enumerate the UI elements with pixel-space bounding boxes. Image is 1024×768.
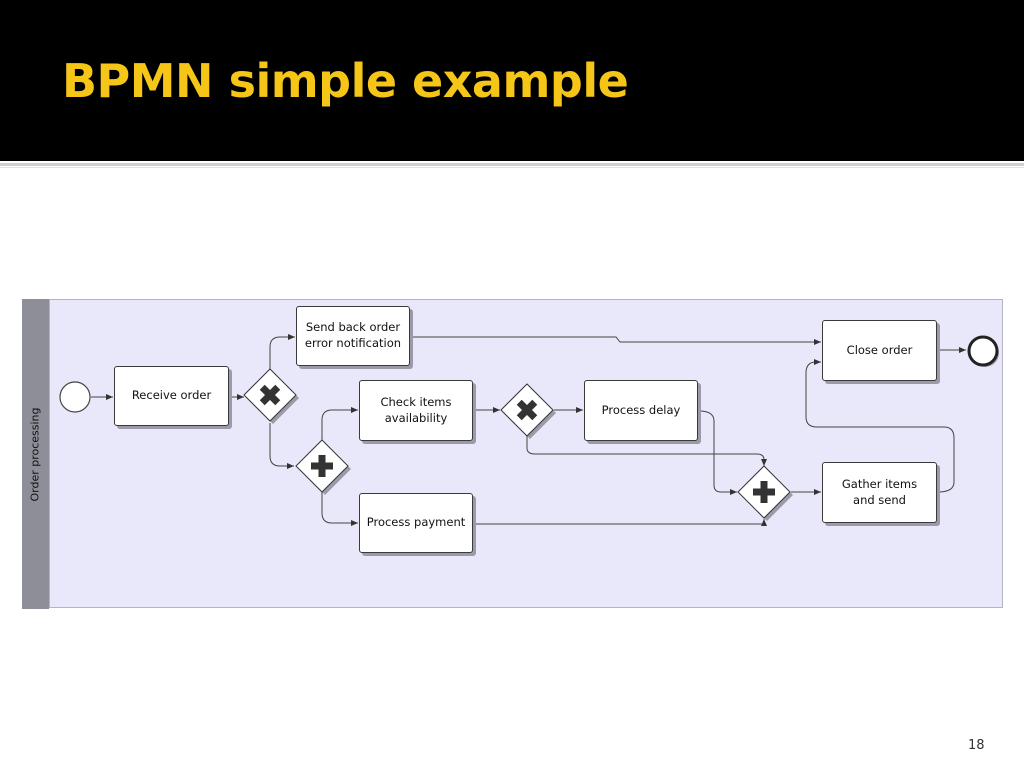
task-close-order[interactable]: Close order (822, 320, 937, 381)
task-process-payment-label: Process payment (366, 515, 466, 530)
task-gather-items[interactable]: Gather items and send (822, 462, 937, 523)
task-process-delay[interactable]: Process delay (584, 380, 698, 441)
task-check-items-label: Check items availability (380, 394, 452, 425)
start-event (59, 381, 91, 413)
end-event (967, 335, 999, 367)
title-divider (0, 163, 1024, 166)
flow-delay-to-join (698, 410, 737, 495)
flow-parallel-to-payment (321, 492, 358, 526)
flow-payment-to-join (474, 519, 767, 526)
parallel-gateway-split (295, 439, 351, 495)
flow-gather-to-close (805, 359, 955, 493)
slide-title: BPMN simple example (62, 54, 629, 108)
flow-xor-to-parallel (269, 423, 294, 469)
title-bar (0, 0, 1024, 161)
task-send-back-error[interactable]: Send back order error notification (296, 306, 410, 366)
parallel-gateway-join (737, 465, 793, 521)
page-number: 18 (968, 738, 985, 753)
task-close-order-label: Close order (846, 342, 913, 357)
flow-xor2-to-join (526, 436, 767, 466)
task-receive-order[interactable]: Receive order (114, 366, 229, 426)
title-divider-thin (0, 167, 1024, 168)
flow-send-error-to-close (411, 336, 821, 345)
flow-xor-to-send-error (269, 334, 295, 369)
exclusive-gateway-availability (500, 383, 556, 439)
task-process-payment[interactable]: Process payment (359, 493, 473, 553)
exclusive-gateway-order-check (243, 368, 299, 424)
flow-parallel-to-check (321, 407, 358, 440)
task-check-items[interactable]: Check items availability (359, 380, 473, 441)
task-process-delay-label: Process delay (601, 402, 681, 417)
task-gather-items-label: Gather items and send (841, 476, 918, 507)
pool-label-bar (22, 299, 49, 609)
task-send-back-error-label: Send back order error notification (304, 320, 402, 350)
task-receive-order-label: Receive order (131, 388, 212, 403)
